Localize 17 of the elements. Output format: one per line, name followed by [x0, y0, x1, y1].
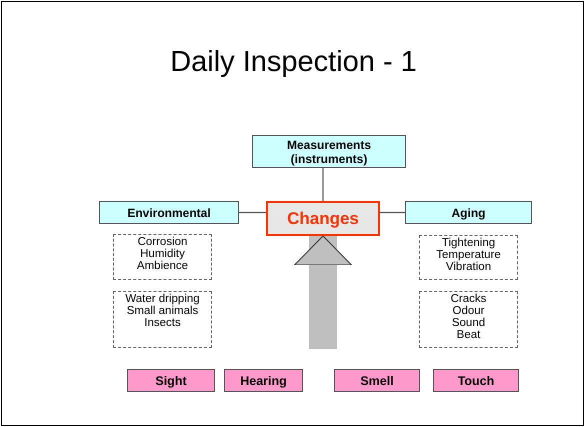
- connector-line: [239, 212, 266, 214]
- connector-line: [380, 212, 405, 214]
- sense-box: Sight: [127, 369, 215, 392]
- category-box: Measurements (instruments): [252, 135, 406, 168]
- category-box: Aging: [405, 201, 532, 224]
- title: Daily Inspection - 1: [169, 46, 418, 79]
- block-arrow: [294, 236, 352, 349]
- note-box: Water dripping Small animals Insects: [113, 291, 212, 348]
- note-box: Corrosion Humidity Ambience: [113, 234, 212, 280]
- note-box: Cracks Odour Sound Beat: [419, 291, 518, 348]
- note-box: Tightening Temperature Vibration: [419, 235, 518, 280]
- category-box: Environmental: [99, 201, 239, 224]
- highlight-box: Changes: [266, 201, 380, 236]
- sense-box: Touch: [433, 369, 519, 392]
- sense-box: Smell: [334, 369, 420, 392]
- connector-line: [322, 168, 324, 201]
- sense-box: Hearing: [224, 369, 303, 392]
